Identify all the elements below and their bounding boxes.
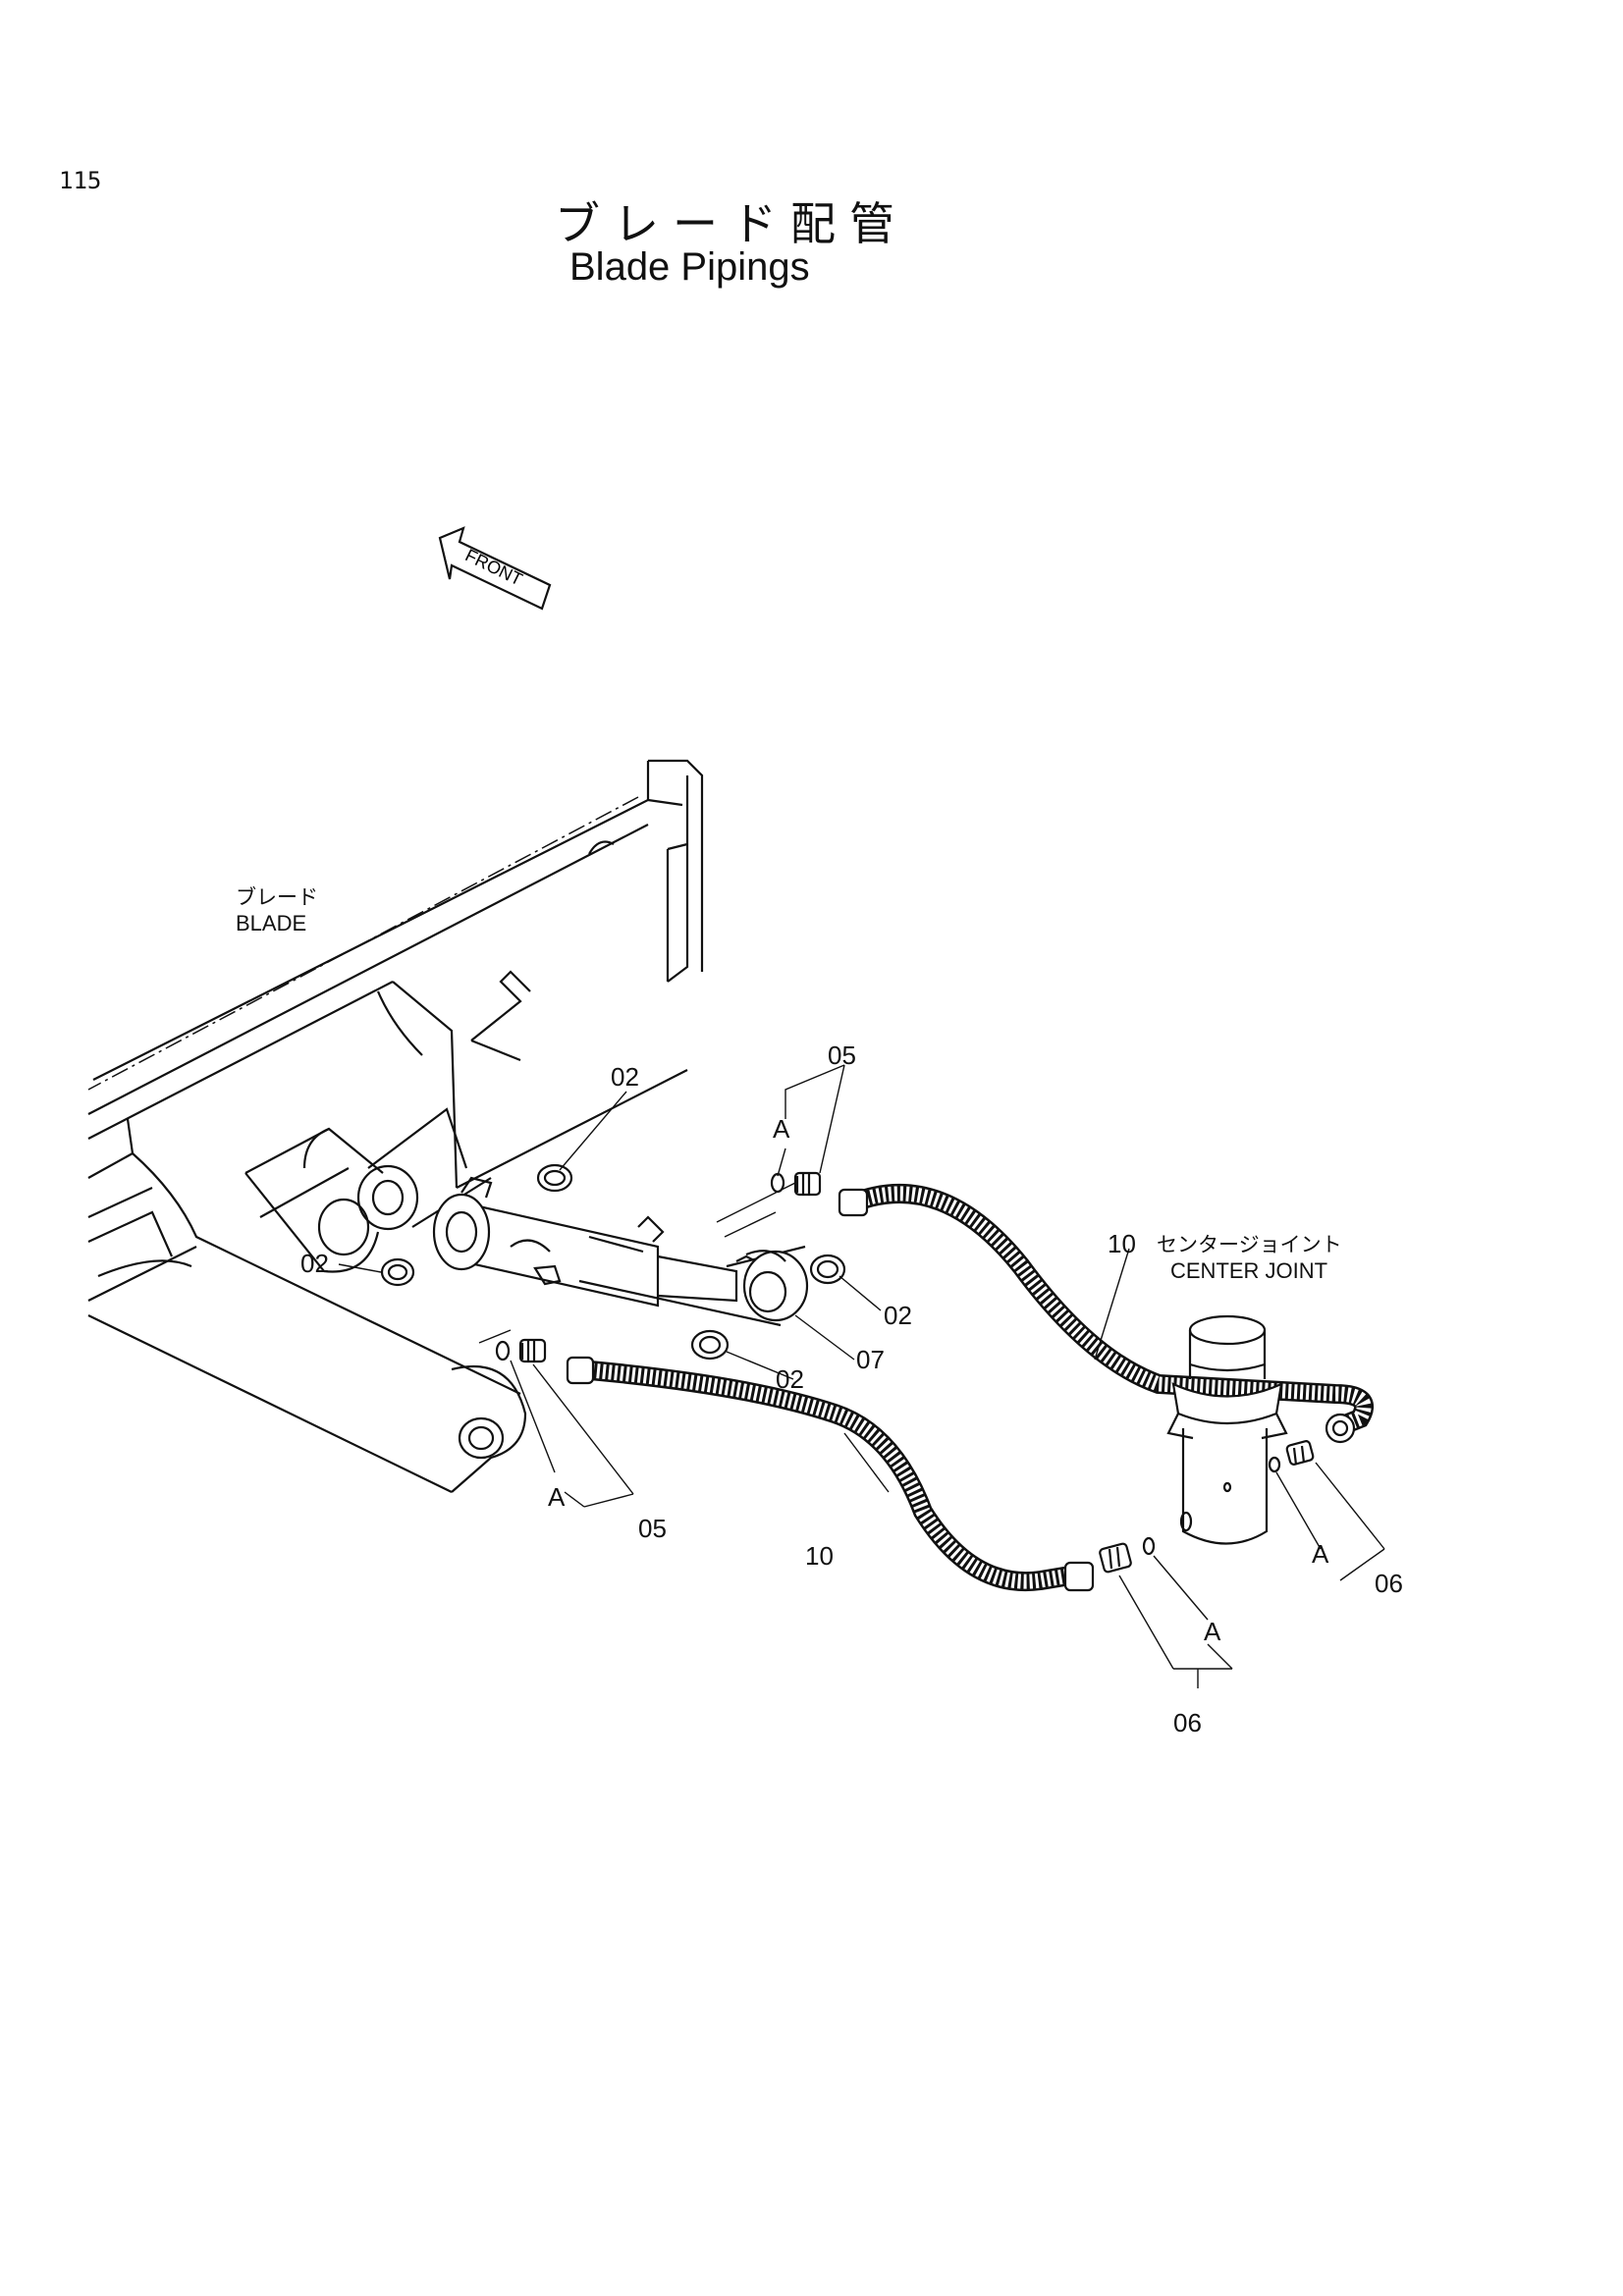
center-joint-body bbox=[1166, 1314, 1288, 1545]
callout-10-top: 10 bbox=[1108, 1229, 1136, 1258]
seal-02-left bbox=[380, 1257, 415, 1287]
callout-05-top: 05 bbox=[828, 1041, 856, 1070]
blade-cylinder bbox=[432, 1176, 809, 1327]
center-joint-label-jp: センタージョイント bbox=[1157, 1233, 1342, 1256]
callout-02-bottom: 02 bbox=[776, 1364, 804, 1394]
fitting-05-top bbox=[716, 1171, 822, 1238]
fitting-06-right bbox=[1268, 1440, 1315, 1473]
seal-rings bbox=[380, 1163, 846, 1361]
page-number: 115 bbox=[59, 167, 102, 194]
blade-label-en: BLADE bbox=[236, 911, 307, 935]
callout-02-top: 02 bbox=[611, 1062, 639, 1092]
page-title-japanese: ブレード配管 bbox=[555, 197, 908, 250]
blade-label-jp: ブレード bbox=[236, 885, 318, 909]
leader-lines bbox=[338, 1064, 1385, 1688]
seal-02-right bbox=[809, 1254, 846, 1285]
front-arrow: FRONT bbox=[438, 526, 552, 611]
page-title-english: Blade Pipings bbox=[569, 245, 810, 289]
callout-a-right: A bbox=[1312, 1539, 1329, 1569]
callout-02-left: 02 bbox=[300, 1249, 329, 1278]
front-arrow-label: FRONT bbox=[462, 545, 525, 589]
callout-05-bottom: 05 bbox=[638, 1514, 667, 1543]
callout-07: 07 bbox=[856, 1345, 885, 1374]
fitting-06-bottom bbox=[1099, 1536, 1156, 1574]
callout-a-center: A bbox=[1204, 1617, 1221, 1646]
hose-10-top bbox=[838, 1183, 1374, 1444]
center-joint-label-en: CENTER JOINT bbox=[1170, 1258, 1328, 1283]
callout-10-bottom: 10 bbox=[805, 1541, 834, 1571]
callout-02-right: 02 bbox=[884, 1301, 912, 1330]
blade-structure bbox=[87, 759, 704, 1493]
seal-02-bottom bbox=[690, 1329, 730, 1361]
hose-10-bottom bbox=[566, 1356, 1095, 1592]
callout-a-bottom: A bbox=[548, 1482, 566, 1512]
seal-02-top bbox=[536, 1163, 573, 1193]
callout-06-right: 06 bbox=[1375, 1569, 1403, 1598]
callout-06-bottom: 06 bbox=[1173, 1708, 1202, 1737]
fitting-05-bottom bbox=[478, 1329, 547, 1363]
callout-a-top: A bbox=[773, 1114, 790, 1144]
